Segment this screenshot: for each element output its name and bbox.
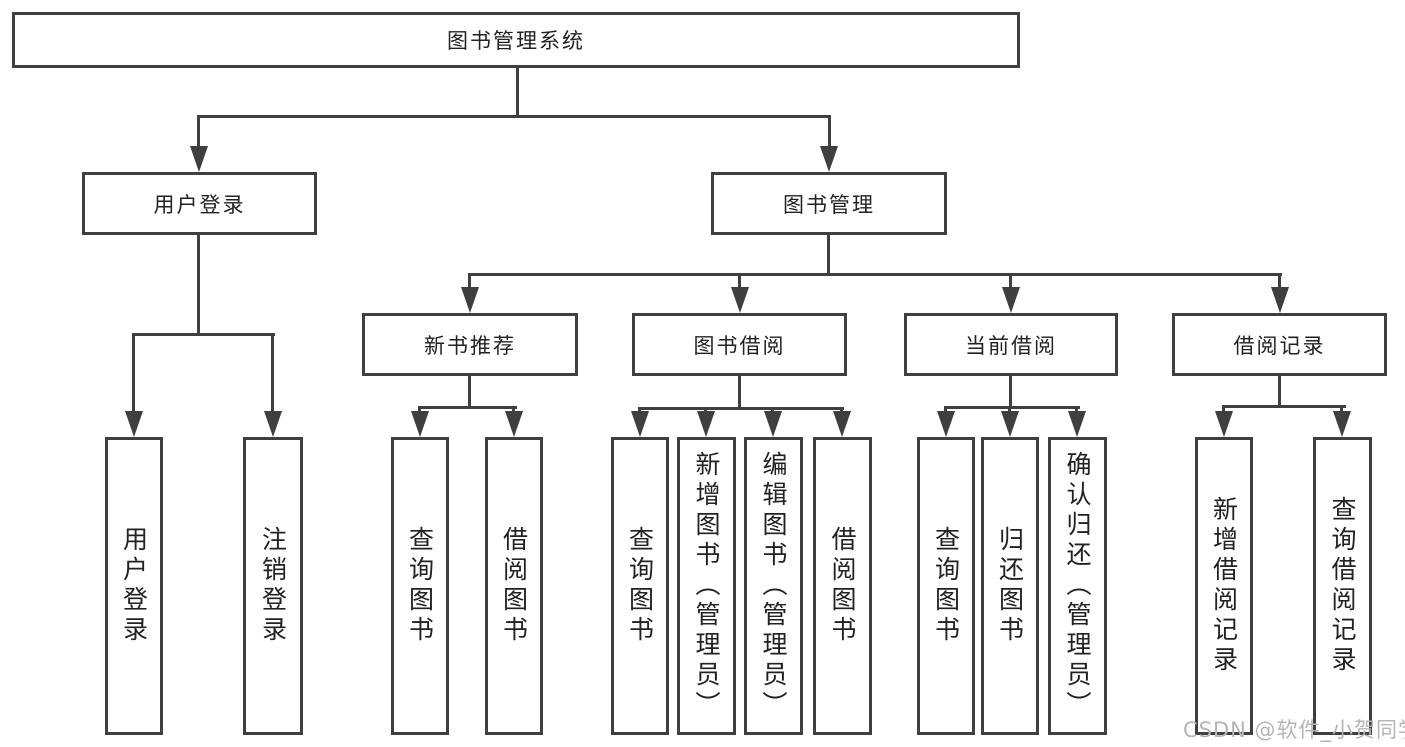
- connector-line: [1009, 273, 1012, 289]
- connector-line: [132, 333, 275, 336]
- node-user-login-label: 用户登录: [153, 192, 246, 217]
- connector-line: [512, 406, 515, 414]
- connector-line: [271, 333, 274, 413]
- leaf-edit-books-admin: 编辑图书（管理员）: [744, 437, 803, 735]
- arrow-head: [1271, 287, 1289, 313]
- connector-line: [828, 115, 831, 148]
- connector-line: [638, 407, 641, 414]
- arrow-head: [820, 146, 838, 172]
- node-borrowing-records: 借阅记录: [1172, 313, 1387, 376]
- connector-line: [827, 235, 830, 275]
- connector-line: [738, 273, 741, 289]
- node-root-label: 图书管理系统: [447, 29, 585, 53]
- leaf-query-books-current: 查询图书: [917, 437, 975, 735]
- arrow-head: [833, 411, 851, 437]
- node-current-borrowing: 当前借阅: [904, 313, 1118, 376]
- connector-line: [944, 406, 947, 414]
- leaf-query-books-current-label: 查询图书: [931, 526, 961, 646]
- arrow-head: [731, 287, 749, 313]
- leaf-confirm-return-admin-label: 确认归还（管理员）: [1063, 451, 1092, 721]
- connector-line: [771, 407, 774, 414]
- connector-line: [840, 407, 843, 414]
- leaf-user-login: 用户登录: [105, 437, 163, 735]
- leaf-return-books-label: 归还图书: [995, 526, 1025, 646]
- arrow-head: [505, 411, 523, 437]
- arrow-head: [461, 287, 479, 313]
- connector-line: [418, 406, 517, 409]
- arrow-head: [411, 411, 429, 437]
- arrow-head: [125, 411, 143, 437]
- node-root: 图书管理系统: [12, 12, 1020, 68]
- arrow-head: [264, 411, 282, 437]
- arrow-head: [937, 411, 955, 437]
- arrow-head: [1333, 411, 1351, 437]
- connector-line: [1278, 376, 1281, 407]
- leaf-query-borrow-record-label: 查询借阅记录: [1328, 496, 1357, 676]
- leaf-logout-label: 注销登录: [258, 526, 288, 646]
- node-new-book-recommend-label: 新书推荐: [424, 333, 516, 358]
- leaf-query-borrow-record: 查询借阅记录: [1313, 437, 1372, 735]
- leaf-return-books: 归还图书: [981, 437, 1039, 735]
- node-borrowing-records-label: 借阅记录: [1233, 333, 1326, 358]
- connector-line: [638, 407, 844, 410]
- connector-line: [197, 235, 200, 335]
- connector-line: [944, 406, 1080, 409]
- leaf-borrow-books-borrowing: 借阅图书: [813, 437, 872, 735]
- connector-line: [1222, 405, 1225, 414]
- connector-line: [197, 115, 200, 148]
- arrow-head: [190, 146, 208, 172]
- arrow-head: [1001, 411, 1019, 437]
- connector-line: [1075, 406, 1078, 414]
- arrow-head: [697, 411, 715, 437]
- connector-line: [1009, 376, 1012, 408]
- connector-line: [418, 406, 421, 414]
- arrow-head: [764, 411, 782, 437]
- leaf-add-borrow-record: 新增借阅记录: [1195, 437, 1253, 735]
- leaf-borrow-books-recommend-label: 借阅图书: [499, 526, 529, 646]
- arrow-head: [1068, 411, 1086, 437]
- leaf-add-borrow-record-label: 新增借阅记录: [1209, 496, 1239, 676]
- leaf-query-books-recommend: 查询图书: [391, 437, 449, 735]
- leaf-add-books-admin-label: 新增图书（管理员）: [692, 451, 721, 721]
- connector-line: [468, 273, 1282, 276]
- node-user-login: 用户登录: [82, 172, 317, 235]
- arrow-head: [1215, 411, 1233, 437]
- connector-line: [738, 376, 741, 409]
- leaf-add-books-admin: 新增图书（管理员）: [677, 437, 736, 735]
- connector-line: [1340, 405, 1343, 414]
- node-book-borrowing-label: 图书借阅: [693, 333, 786, 358]
- arrow-head: [631, 411, 649, 437]
- connector-line: [468, 273, 471, 289]
- node-book-borrowing: 图书借阅: [632, 313, 847, 376]
- node-current-borrowing-label: 当前借阅: [965, 333, 1057, 358]
- node-book-management: 图书管理: [711, 172, 947, 235]
- leaf-user-login-label: 用户登录: [119, 526, 149, 646]
- leaf-query-books-borrowing: 查询图书: [611, 437, 669, 735]
- leaf-confirm-return-admin: 确认归还（管理员）: [1048, 437, 1107, 735]
- leaf-borrow-books-recommend: 借阅图书: [485, 437, 543, 735]
- leaf-query-books-recommend-label: 查询图书: [405, 526, 435, 646]
- node-book-management-label: 图书管理: [783, 192, 875, 217]
- connector-line: [704, 407, 707, 414]
- node-new-book-recommend: 新书推荐: [362, 313, 578, 376]
- connector-line: [516, 68, 519, 118]
- connector-line: [1222, 405, 1346, 408]
- connector-line: [1278, 273, 1281, 289]
- leaf-logout: 注销登录: [243, 437, 303, 735]
- leaf-query-books-borrowing-label: 查询图书: [625, 526, 655, 646]
- arrow-head: [1002, 287, 1020, 313]
- connector-line: [1008, 406, 1011, 414]
- leaf-borrow-books-borrowing-label: 借阅图书: [828, 526, 857, 646]
- connector-line: [132, 333, 135, 413]
- connector-line: [468, 376, 471, 408]
- watermark: CSDN @软件_小贺同学: [1183, 718, 1405, 742]
- connector-line: [197, 115, 831, 118]
- leaf-edit-books-admin-label: 编辑图书（管理员）: [759, 451, 788, 721]
